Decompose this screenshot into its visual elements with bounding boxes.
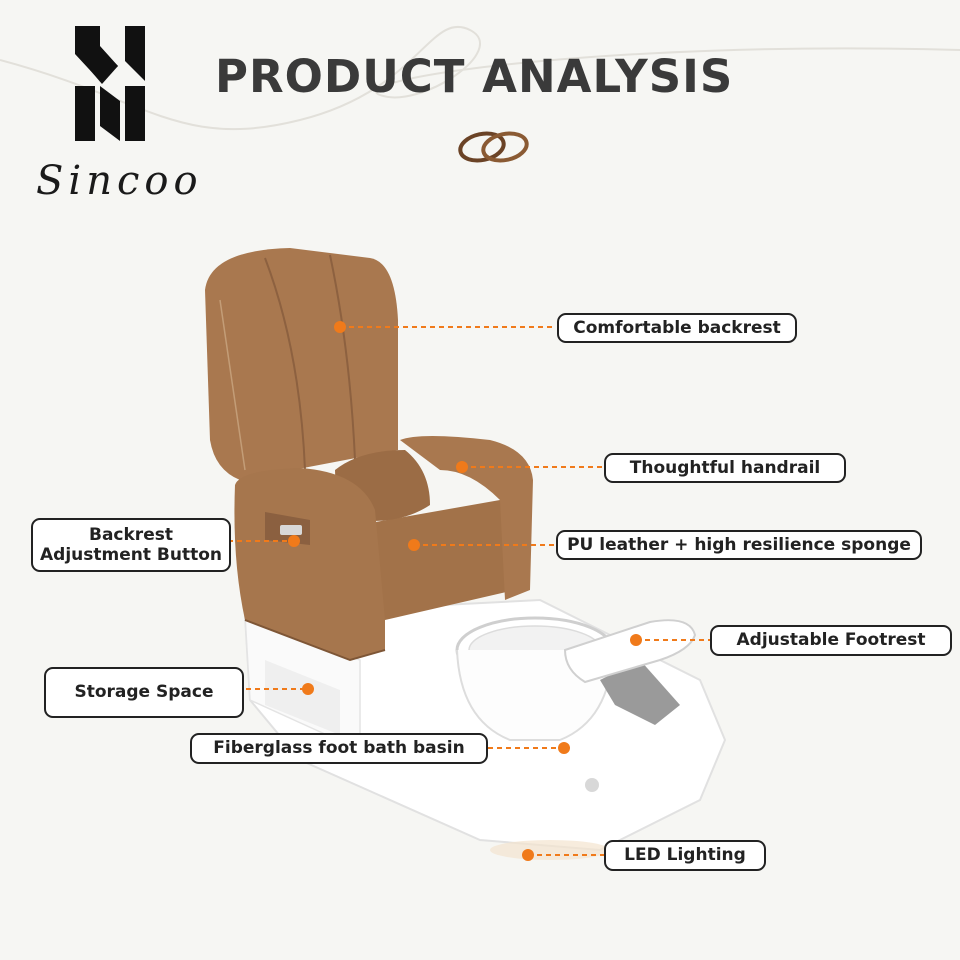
brand-name: Sincoo bbox=[36, 158, 203, 204]
page-title: PRODUCT ANALYSIS bbox=[215, 50, 734, 103]
callout-adjust-line2: Adjustment Button bbox=[40, 545, 222, 565]
callout-thoughtful-handrail: Thoughtful handrail bbox=[604, 453, 846, 483]
callout-led-lighting: LED Lighting bbox=[604, 840, 766, 871]
callout-adjust-line1: Backrest bbox=[89, 524, 173, 545]
callout-backrest-adjustment-button: Backrest Adjustment Button bbox=[31, 518, 231, 572]
callout-adjustable-footrest: Adjustable Footrest bbox=[710, 625, 952, 656]
callout-fiberglass-basin: Fiberglass foot bath basin bbox=[190, 733, 488, 764]
callout-pu-leather: PU leather + high resilience sponge bbox=[556, 530, 922, 560]
pedicure-chair-image bbox=[205, 248, 727, 860]
callout-storage-space: Storage Space bbox=[44, 667, 244, 718]
brand-logo: Sincoo bbox=[30, 22, 220, 204]
callout-comfortable-backrest: Comfortable backrest bbox=[557, 313, 797, 343]
interlocking-rings-icon bbox=[458, 131, 529, 163]
sincoo-logo-icon bbox=[75, 26, 145, 141]
